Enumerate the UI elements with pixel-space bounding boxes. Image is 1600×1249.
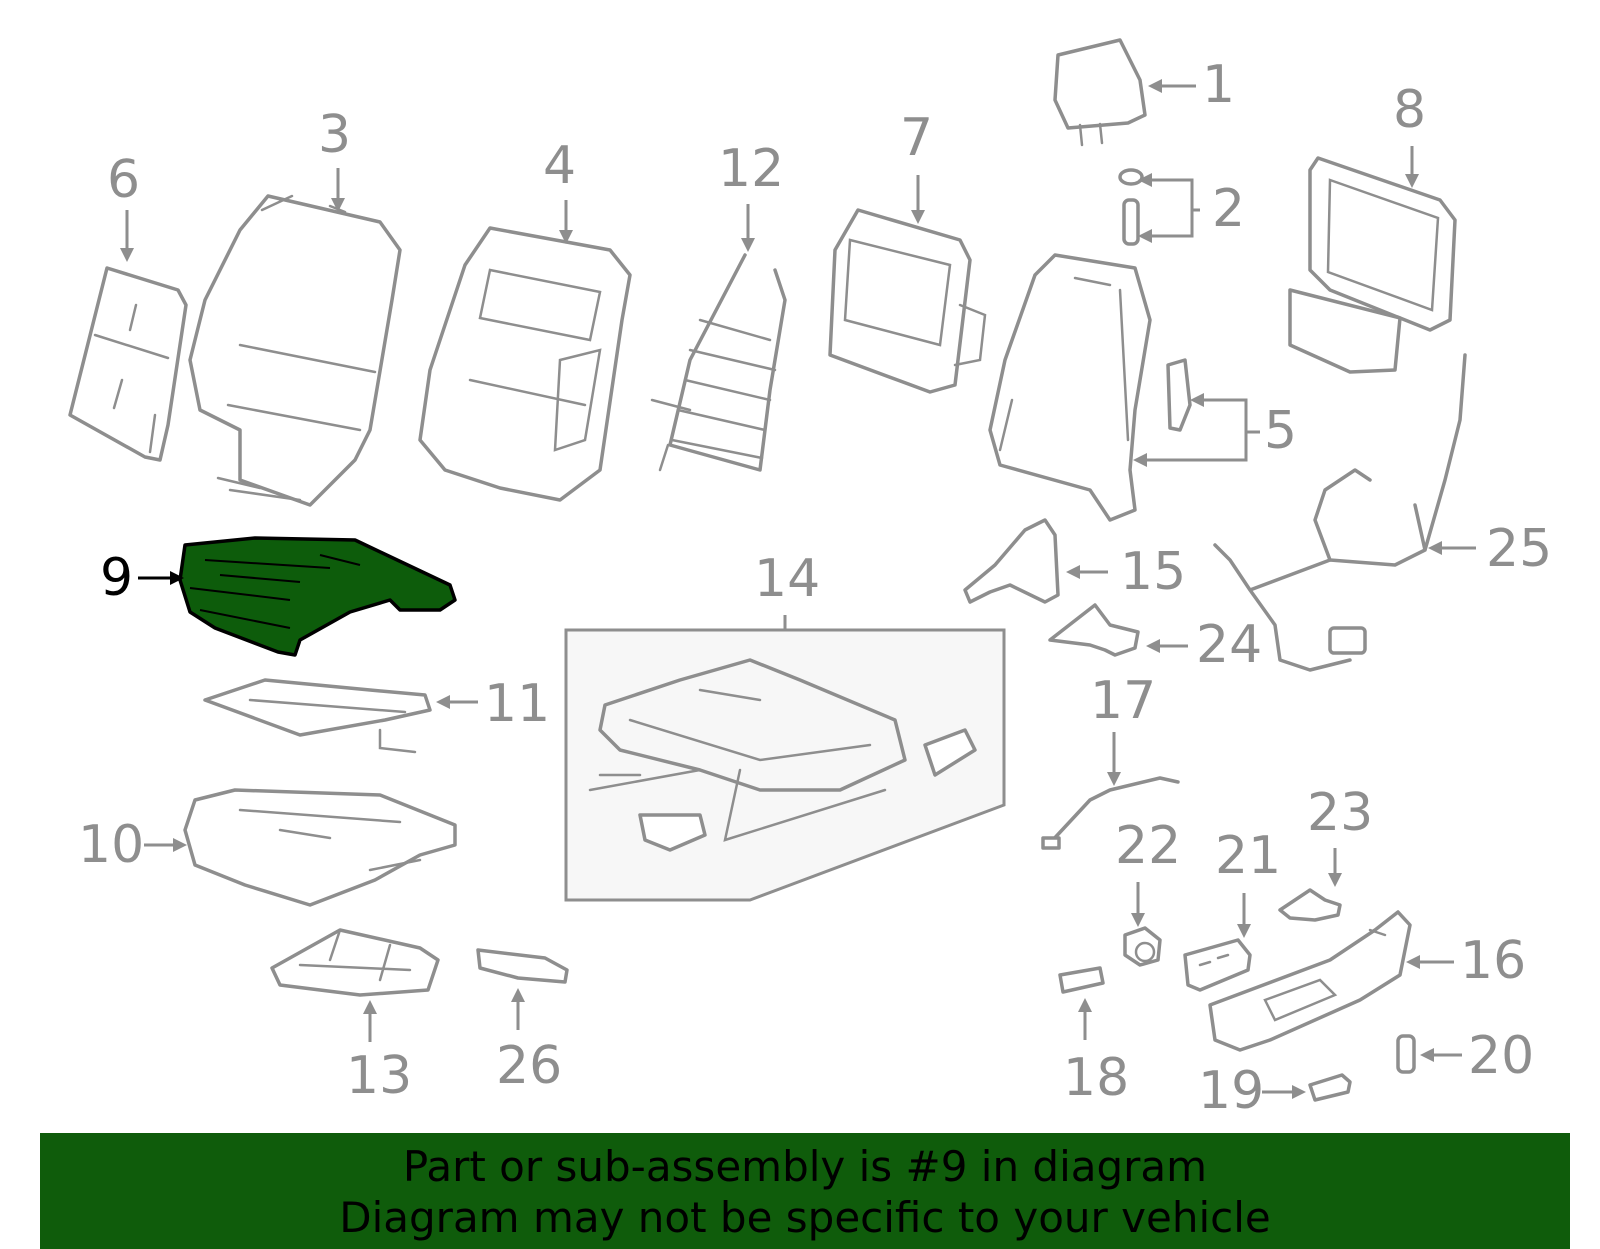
callout-22: 22 xyxy=(1115,816,1181,876)
callout-19: 19 xyxy=(1198,1061,1264,1121)
callout-5: 5 xyxy=(1264,401,1297,461)
part-21-switch xyxy=(1183,938,1252,992)
part-5-back-frame xyxy=(988,253,1192,522)
callout-14: 14 xyxy=(754,549,820,609)
part-3-seatback-cover xyxy=(188,194,402,507)
part-22-knob xyxy=(1123,926,1162,967)
callout-26: 26 xyxy=(496,1036,562,1096)
part-14-seat-adjuster xyxy=(564,628,1006,902)
callout-16: 16 xyxy=(1460,931,1526,991)
part-15-trim-bracket xyxy=(963,518,1060,604)
callout-24: 24 xyxy=(1196,615,1262,675)
part-8-rear-panel xyxy=(1288,156,1457,374)
part-4-seatback-pad xyxy=(418,226,632,502)
callout-13: 13 xyxy=(346,1046,412,1106)
callout-4: 4 xyxy=(543,136,576,196)
callout-18: 18 xyxy=(1063,1048,1129,1108)
part-12-lumbar-frame xyxy=(650,253,787,472)
callout-15: 15 xyxy=(1120,542,1186,602)
part-25-wiring-harness xyxy=(1213,353,1467,672)
callout-2: 2 xyxy=(1212,179,1245,239)
part-20-cap xyxy=(1396,1034,1416,1074)
callout-12: 12 xyxy=(718,139,784,199)
banner-line-2: Diagram may not be specific to your vehi… xyxy=(339,1193,1271,1242)
part-6-back-panel xyxy=(68,266,188,462)
callout-8: 8 xyxy=(1393,80,1426,140)
banner-line-1: Part or sub-assembly is #9 in diagram xyxy=(402,1142,1208,1191)
part-7-back-module xyxy=(828,208,987,394)
callout-21: 21 xyxy=(1215,826,1281,886)
callout-20: 20 xyxy=(1468,1026,1534,1086)
callout-9: 9 xyxy=(100,548,133,608)
parts-diagram: 6 3 4 12 7 1 2 xyxy=(68,38,1552,1121)
info-banner: Part or sub-assembly is #9 in diagram Di… xyxy=(40,1133,1570,1249)
part-11-cushion-heater xyxy=(203,678,432,754)
part-23-clip xyxy=(1278,888,1342,922)
part-2-headrest-guides xyxy=(1118,168,1144,246)
part-24-bracket xyxy=(1048,603,1140,657)
part-9-cushion-cover xyxy=(178,536,457,657)
part-17-cable xyxy=(1041,776,1180,850)
callout-11: 11 xyxy=(484,674,550,734)
callout-6: 6 xyxy=(107,150,140,210)
part-16-side-shield xyxy=(1208,910,1412,1052)
callout-10: 10 xyxy=(78,815,144,875)
part-26-module xyxy=(476,948,569,984)
callout-1: 1 xyxy=(1202,55,1235,115)
callout-3: 3 xyxy=(318,105,351,165)
part-19-knob xyxy=(1308,1073,1352,1102)
part-13-cushion-bracket xyxy=(270,928,440,997)
callout-25: 25 xyxy=(1486,519,1552,579)
callout-17: 17 xyxy=(1090,671,1156,731)
part-1-headrest xyxy=(1053,38,1147,147)
part-18-trim xyxy=(1058,966,1105,994)
callout-23: 23 xyxy=(1307,783,1373,843)
part-10-cushion-pad xyxy=(183,788,457,907)
callout-7: 7 xyxy=(900,108,933,168)
